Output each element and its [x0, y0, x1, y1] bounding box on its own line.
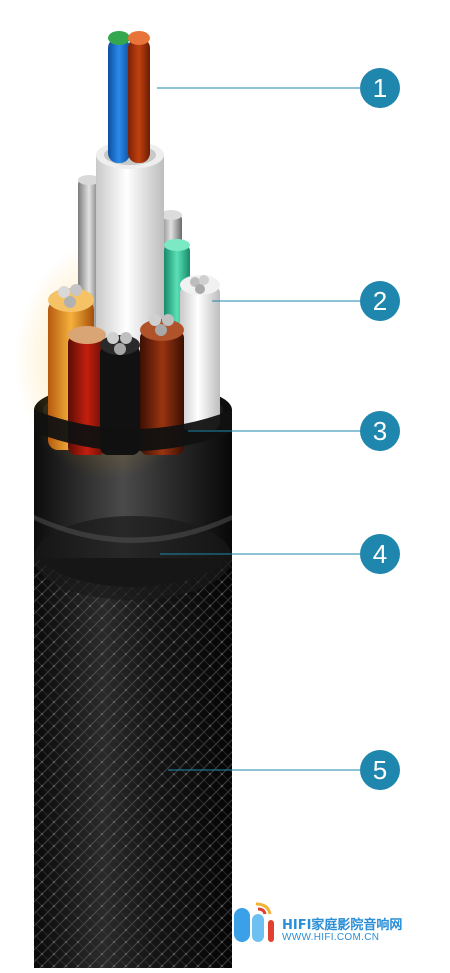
callout-5: 5	[360, 750, 400, 790]
outer-braided-jacket	[34, 503, 232, 968]
leader-lines	[157, 87, 360, 771]
conductor-bundle	[48, 31, 220, 455]
watermark-url: WWW.HIFI.COM.CN	[282, 932, 380, 943]
hifi-logo-icon	[234, 902, 274, 942]
callout-4: 4	[360, 534, 400, 574]
watermark-logo: HIFI家庭影院音响网 WWW.HIFI.COM.CN	[232, 900, 422, 952]
sheath-lip	[34, 410, 232, 451]
callout-3: 3	[360, 411, 400, 451]
callout-1: 1	[360, 68, 400, 108]
callout-2: 2	[360, 281, 400, 321]
watermark-site-name: HIFI家庭影院音响网	[282, 918, 403, 933]
